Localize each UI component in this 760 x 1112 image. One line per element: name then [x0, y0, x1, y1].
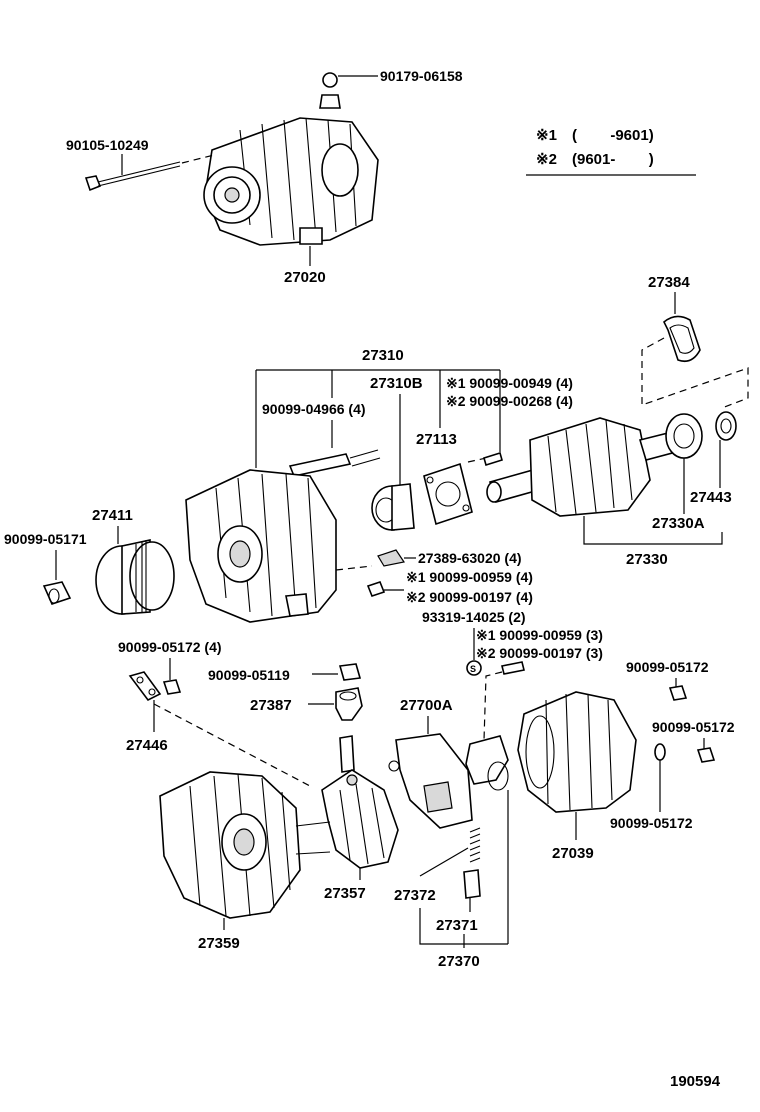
rotor-bearing-inner [673, 423, 695, 449]
leader-27372 [419, 847, 469, 877]
label-27389-63020: 27389-63020 (4) [418, 550, 522, 566]
label-27384: 27384 [648, 274, 690, 291]
rotor-bearing-27330A [665, 413, 703, 459]
label-27020: 27020 [284, 269, 326, 286]
bracket-27446-hole1 [136, 676, 144, 684]
nut-90099-05171 [42, 581, 72, 605]
label-27370: 27370 [438, 953, 480, 970]
label-93319-14025: 93319-14025 (2) [422, 609, 526, 625]
label-27310: 27310 [362, 347, 404, 364]
legend-note1-mark: ※1 [536, 127, 557, 144]
bolt-dash-line [181, 154, 215, 164]
retainer-plate-27113 [423, 462, 473, 526]
label-27330A: 27330A [652, 515, 705, 532]
label-27357: 27357 [324, 885, 366, 902]
bracket-27330 [583, 516, 723, 545]
label-90099-04966: 90099-04966 (4) [262, 401, 366, 417]
label-note1-90099-00959-b: ※1 90099-00959 (3) [476, 627, 603, 643]
bolt-shank-lower [97, 165, 181, 187]
rubber-ring-part [663, 315, 701, 363]
nut-05172-4 [162, 679, 182, 695]
screw-90099-00949 [483, 451, 503, 467]
rectifier-end-frame-27359-drawing [159, 771, 331, 919]
label-note2-90099-00197-a: ※2 90099-00197 (4) [406, 589, 533, 605]
label-90099-05172-r1: 90099-05172 [626, 659, 709, 675]
insulator-27387 [335, 687, 363, 721]
stud-bolt [288, 453, 352, 477]
rotor-assembly-drawing [486, 417, 677, 517]
insulator-27387-top [339, 691, 357, 701]
label-27113: 27113 [416, 431, 457, 448]
label-27411: 27411 [92, 507, 133, 524]
label-note2-90099-00197-b: ※2 90099-00197 (3) [476, 645, 603, 661]
pulley-27411-drawing [95, 539, 175, 615]
clip-27389 [377, 549, 405, 567]
label-27330: 27330 [626, 551, 668, 568]
retainer-plate-hole [435, 481, 461, 507]
screw-90099-00197-b [501, 661, 525, 675]
label-90099-05172-r2: 90099-05172 [652, 719, 735, 735]
label-note1-90099-00959-a: ※1 90099-00959 (4) [406, 569, 533, 585]
rivet-93319 [466, 660, 482, 676]
label-90099-05172-r3: 90099-05172 [610, 815, 693, 831]
label-27371: 27371 [436, 917, 478, 934]
label-27700A: 27700A [400, 697, 453, 714]
label-90105-10249: 90105-10249 [66, 137, 149, 153]
brush-holder-drawing [465, 735, 509, 791]
label-27387: 27387 [250, 697, 292, 714]
rotor-collar-27443 [715, 411, 737, 441]
nut-05172-r2 [696, 747, 716, 763]
regulator-27700A-drawing [388, 733, 473, 829]
label-27310B: 27310B [370, 375, 423, 392]
bracket-27446-dash [153, 703, 311, 787]
label-90099-05171: 90099-05171 [4, 531, 87, 547]
rubber-ring-dashed-box [641, 337, 749, 409]
label-90099-05172-4: 90099-05172 (4) [118, 639, 222, 655]
bolt-shank [97, 161, 181, 183]
brush-27371 [463, 869, 481, 899]
label-note1-90099-00949: ※1 90099-00949 (4) [446, 375, 573, 391]
label-90179-06158: 90179-06158 [380, 68, 463, 84]
label-27359: 27359 [198, 935, 240, 952]
nut-05172-r1 [668, 685, 688, 701]
bracket-27446-hole2 [148, 688, 156, 696]
bolt-head [84, 175, 102, 192]
retainer-plate-screwhole1 [426, 476, 434, 484]
retainer-plate-screwhole2 [462, 504, 470, 512]
bracket-27446 [128, 671, 162, 702]
alternator-assembly-drawing [203, 72, 379, 246]
rivet-93319-mark: S [470, 664, 476, 674]
label-27443: 27443 [690, 489, 732, 506]
spring-27372 [469, 827, 481, 863]
nut-90099-05171-hole [48, 588, 60, 604]
label-note2-90099-00268: ※2 90099-00268 (4) [446, 393, 573, 409]
washer-05172-r3 [654, 743, 666, 761]
legend-note2-range: (9601- ) [572, 151, 654, 168]
legend-note2-mark: ※2 [536, 151, 557, 168]
stud-bolt-thread [349, 449, 381, 467]
nut-05119 [338, 663, 362, 681]
rotor-collar-inner [720, 418, 732, 434]
drive-end-frame-drawing [185, 469, 337, 623]
drawing-number: 190594 [670, 1073, 721, 1090]
label-27039: 27039 [552, 845, 594, 862]
label-27372: 27372 [394, 887, 436, 904]
screw-90099-00959 [366, 581, 386, 597]
legend-note1-range: ( -9601) [572, 127, 654, 144]
bearing-27310B-side [391, 483, 415, 531]
legend: ※1 ( -9601) ※2 (9601- ) [526, 127, 696, 176]
label-90099-05119: 90099-05119 [208, 667, 290, 683]
rear-cover-27039-drawing [517, 691, 637, 813]
bracket-27370-left [419, 908, 508, 945]
frame-dash-line [335, 565, 373, 571]
label-27446: 27446 [126, 737, 168, 754]
rubber-ring-inner [669, 324, 695, 354]
rectifier-27357-drawing [321, 735, 399, 869]
screw-dash-00197-b [483, 671, 503, 741]
